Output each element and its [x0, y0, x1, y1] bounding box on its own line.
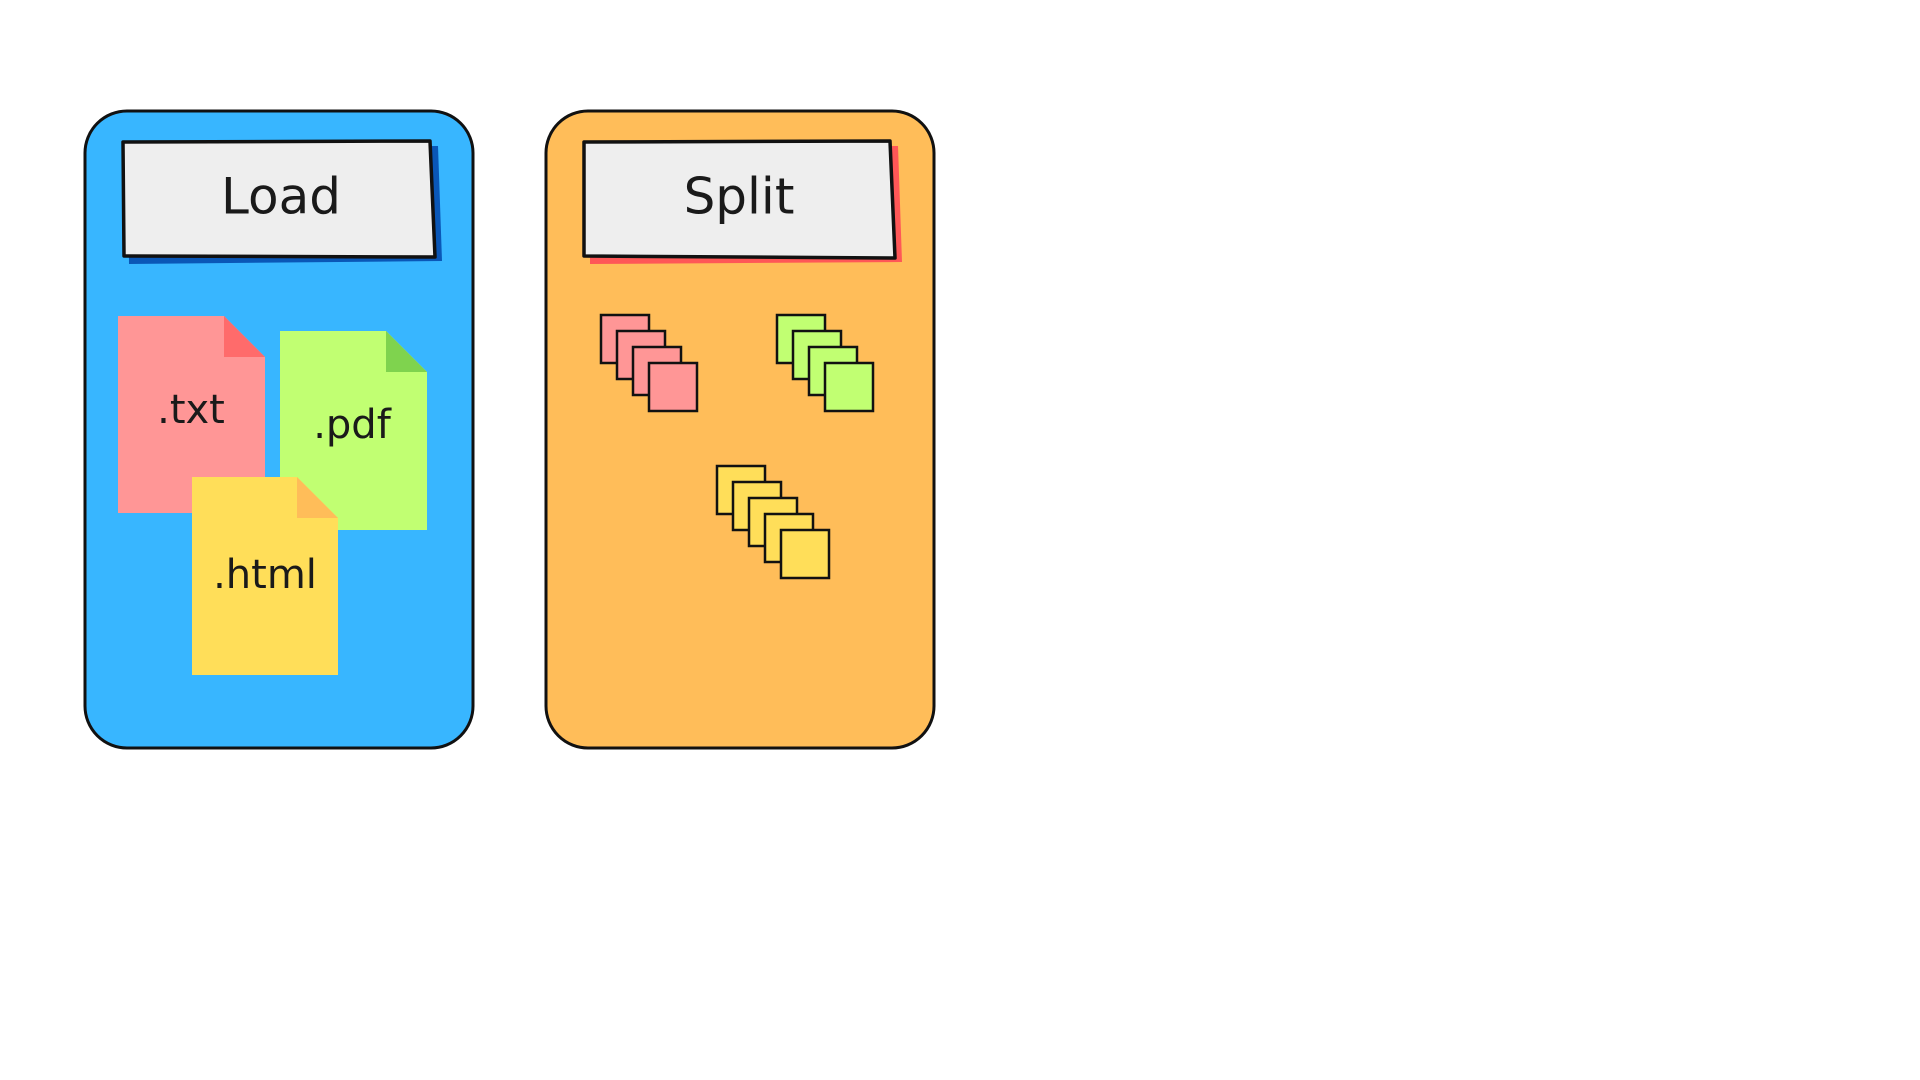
- pdf-file-icon: .pdf: [280, 331, 427, 530]
- html-file-label: .html: [213, 552, 317, 598]
- split-title-box-fill: [582, 139, 897, 260]
- pdf-file-fold: [386, 331, 427, 372]
- chunk-square: [647, 361, 699, 413]
- split-panel-background: [544, 109, 936, 750]
- html-file-icon: .html: [192, 477, 338, 675]
- html-file-body: [192, 477, 338, 675]
- txt-file-label: .txt: [157, 387, 225, 433]
- load-panel-background: [83, 109, 475, 750]
- yellow-chunk-stack: [715, 464, 831, 580]
- html-file-fold: [297, 477, 338, 518]
- split-title: Split: [684, 168, 795, 226]
- chunk-square: [823, 361, 875, 413]
- split-panel: Split: [544, 109, 936, 750]
- txt-file-icon: .txt: [118, 316, 265, 513]
- green-chunk-stack: [775, 313, 875, 413]
- txt-file-body: [118, 316, 265, 513]
- load-title: Load: [221, 168, 341, 226]
- txt-file-fold: [224, 316, 265, 357]
- chunk-square: [779, 528, 831, 580]
- split-title-box: Split: [582, 139, 902, 264]
- red-chunk-stack: [599, 313, 699, 413]
- load-title-box: Load: [121, 139, 442, 264]
- load-panel: Load .txt .pdf .html: [83, 109, 475, 750]
- pdf-file-label: .pdf: [313, 402, 391, 448]
- load-title-box-fill: [121, 139, 437, 259]
- pdf-file-body: [280, 331, 427, 530]
